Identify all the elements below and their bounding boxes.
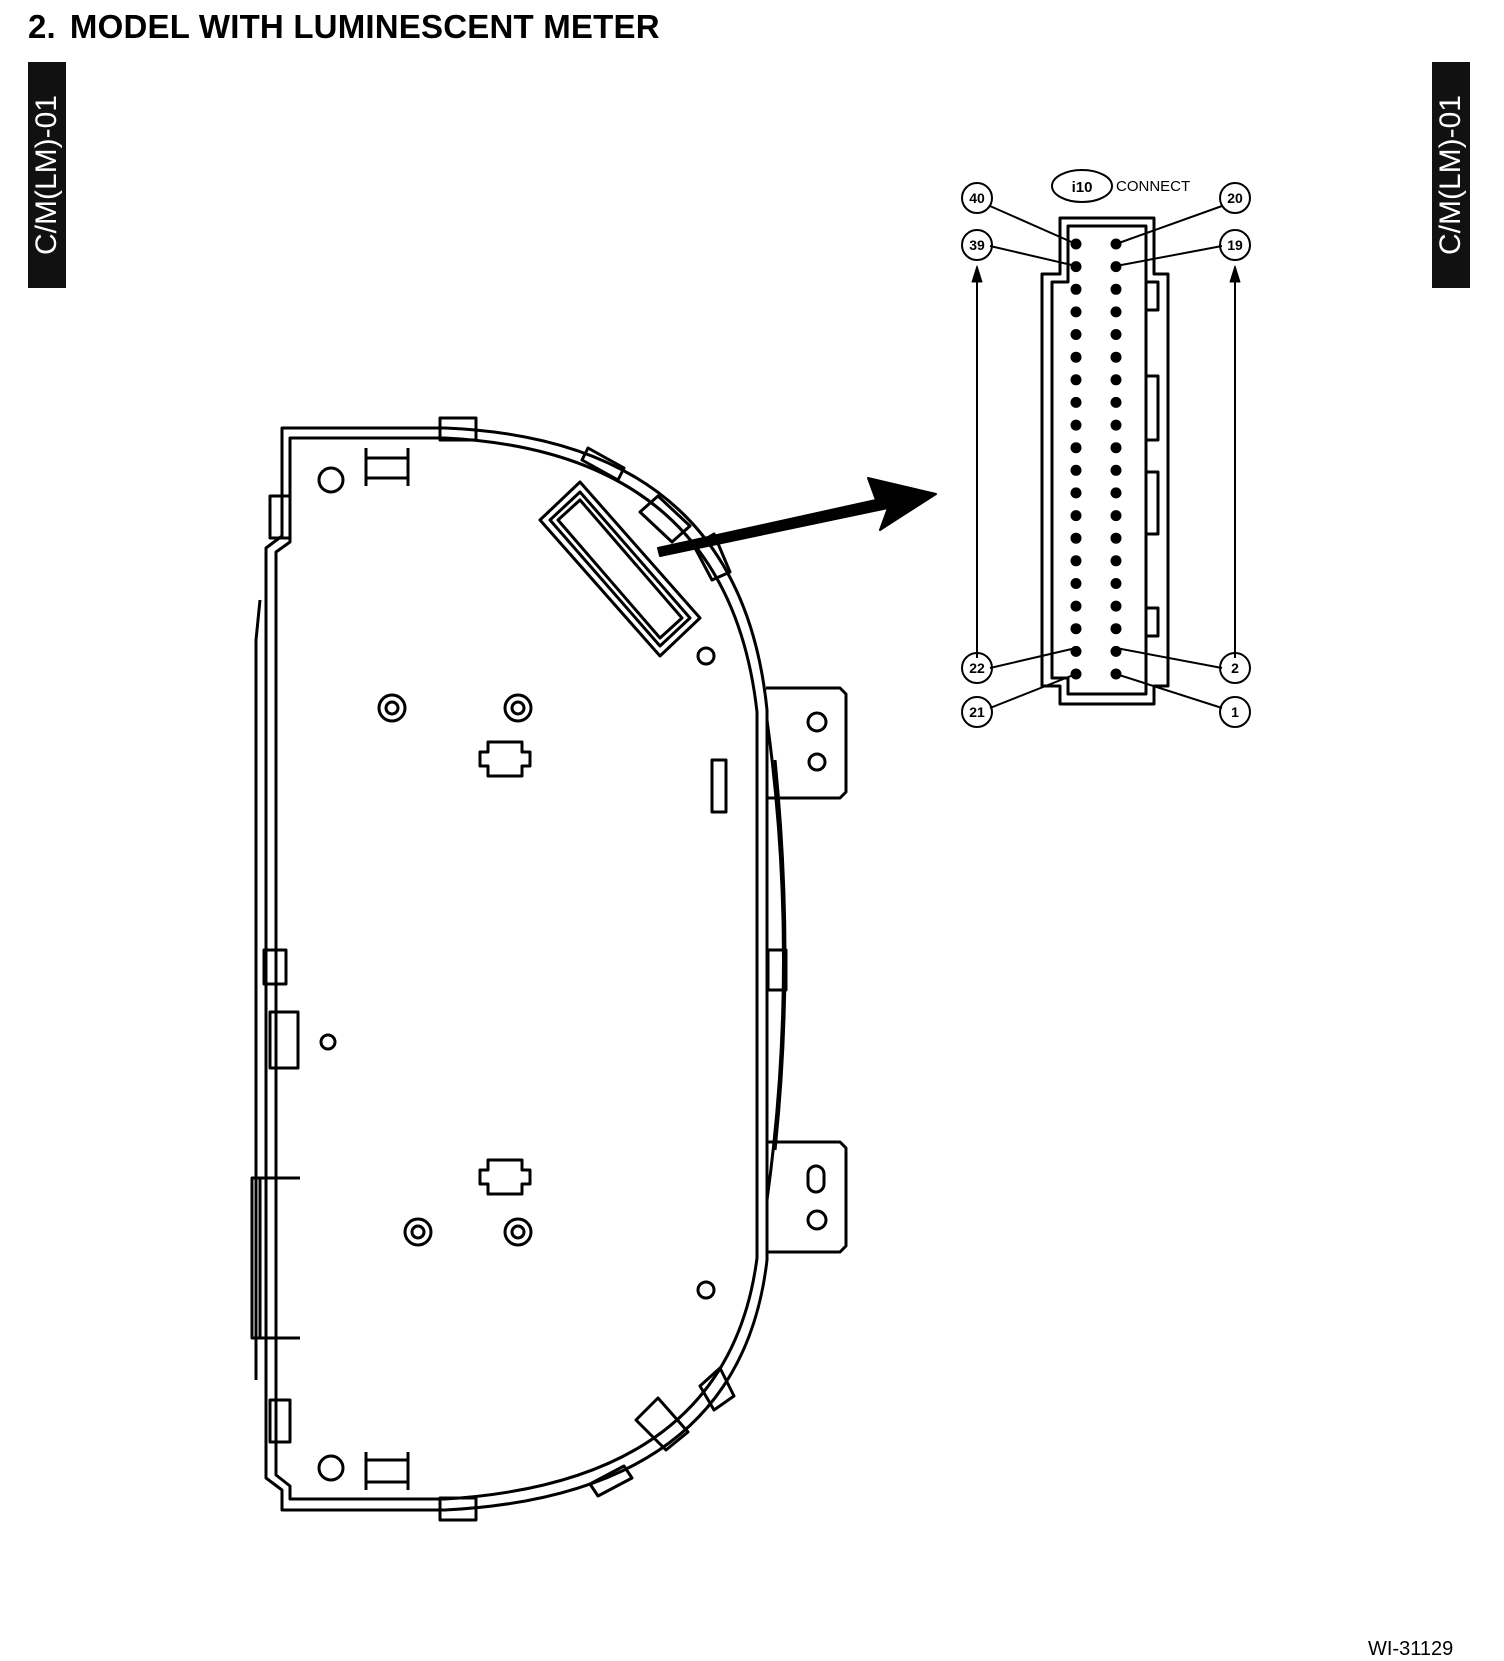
connector-pin [1070, 555, 1082, 567]
numbering-arrow-right [1229, 265, 1241, 283]
connector-pin [1110, 578, 1122, 589]
connector-label: CONNECT [1116, 178, 1190, 195]
pin-callout-circle-20 [1219, 182, 1251, 214]
connector-pin [1110, 419, 1122, 431]
section-title: MODEL WITH LUMINESCENT METER [69, 8, 660, 45]
connector-pin [1070, 419, 1082, 431]
connector-pin [1070, 442, 1082, 454]
connector-pin [1070, 645, 1082, 657]
connector-detail-i10 [1040, 216, 1170, 706]
connector-pin [1070, 623, 1082, 635]
connector-pin [1110, 464, 1122, 476]
connector-pin [1070, 487, 1082, 499]
connector-pin [1070, 306, 1082, 318]
pin-callout-22: 22 [969, 660, 985, 676]
connector-pin [1110, 442, 1122, 454]
pointer-arrow [657, 477, 937, 557]
connector-pin [1110, 396, 1122, 408]
section-heading: 2. MODEL WITH LUMINESCENT METER [28, 8, 660, 46]
connector-pin [1110, 487, 1122, 499]
connector-pin [1110, 283, 1122, 295]
connector-pin [1110, 351, 1122, 363]
connector-pin [1110, 623, 1122, 635]
connector-pin [1070, 351, 1082, 363]
section-tab-right: C/M(LM)-01 [1432, 62, 1470, 288]
figure-reference: WI-31129 [1368, 1638, 1454, 1660]
connector-pin [1110, 645, 1122, 657]
connector-pin [1070, 578, 1082, 589]
connector-pin [1110, 555, 1122, 567]
pin-callout-circle-21 [961, 696, 993, 728]
connector-pin [1070, 396, 1082, 408]
connector-pin [1070, 464, 1082, 476]
numbering-arrow-left [971, 265, 983, 283]
connector-id-oval [1051, 169, 1113, 203]
pin-callout-circle-22 [961, 652, 993, 684]
pin-callout-circle-1 [1219, 696, 1251, 728]
section-number: 2. [28, 8, 56, 45]
connector-pin [1110, 600, 1122, 612]
connector-pin [1070, 532, 1082, 544]
section-tab-left: C/M(LM)-01 [28, 62, 66, 288]
meter-connector-i10 [538, 480, 702, 658]
pin-callout-20: 20 [1227, 190, 1243, 206]
connector-pin-rows [1070, 238, 1122, 680]
pin-callout-circle-2 [1219, 652, 1251, 684]
connector-pin [1110, 374, 1122, 386]
connector-pin [1110, 261, 1122, 273]
pin-callout-2: 2 [1231, 660, 1239, 676]
pin-callout-1: 1 [1231, 704, 1239, 720]
pin-callout-40: 40 [969, 190, 985, 206]
meter-housing [250, 416, 848, 1522]
pin-callout-circle-19 [1219, 229, 1251, 261]
connector-id: i10 [1072, 179, 1093, 196]
connector-pin [1070, 374, 1082, 386]
pin-callout-19: 19 [1227, 237, 1243, 253]
connector-pin [1110, 510, 1122, 522]
pin-callout-21: 21 [969, 704, 985, 720]
connector-pin [1110, 329, 1122, 340]
pin-callout-39: 39 [969, 237, 985, 253]
connector-pin [1070, 329, 1082, 340]
connector-pin [1110, 532, 1122, 544]
connector-pin [1070, 261, 1082, 273]
pin-callout-circle-40 [961, 182, 993, 214]
connector-pin [1070, 600, 1082, 612]
connector-pin [1110, 306, 1122, 318]
connector-pin [1070, 283, 1082, 295]
pin-callout-circle-39 [961, 229, 993, 261]
connector-pin [1070, 510, 1082, 522]
pin-leader-lines [976, 205, 1236, 709]
